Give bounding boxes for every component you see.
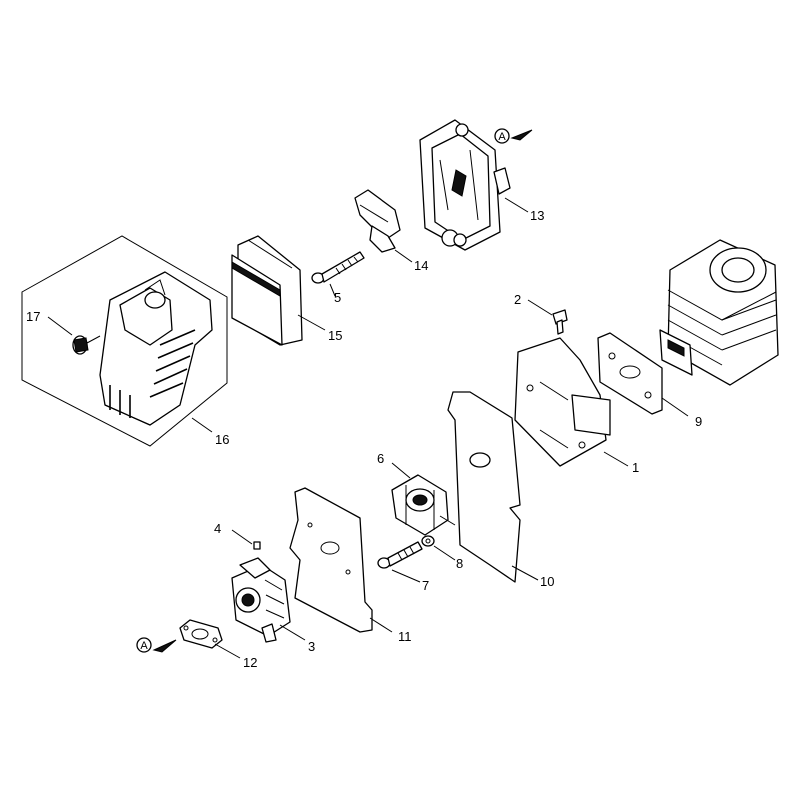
air-cleaner-case[interactable]	[419, 119, 529, 251]
insulator-plate-10[interactable]	[447, 391, 539, 583]
gasket-9[interactable]	[597, 332, 689, 417]
callout-7: 7	[422, 578, 429, 593]
svg-text:A: A	[498, 131, 506, 143]
callout-3: 3	[308, 639, 315, 654]
callout-5: 5	[334, 290, 341, 305]
cylinder	[659, 239, 779, 386]
callout-17: 17	[26, 309, 40, 324]
air-cleaner-cover[interactable]	[99, 271, 213, 426]
callout-13: 13	[530, 208, 544, 223]
callout-2: 2	[514, 292, 521, 307]
reference-marker-lower: A	[136, 637, 177, 653]
callout-15: 15	[328, 328, 342, 343]
callout-11: 11	[398, 629, 412, 644]
callout-1: 1	[632, 460, 639, 475]
carburetor-3[interactable]	[231, 557, 306, 643]
callout-8: 8	[456, 556, 463, 571]
heat-shield-1[interactable]	[514, 337, 629, 467]
gasket-plate-11[interactable]	[289, 487, 393, 633]
callout-9: 9	[695, 414, 702, 429]
carburetor-gasket-12[interactable]	[179, 619, 241, 659]
callout-16: 16	[215, 432, 229, 447]
bracket-14[interactable]	[354, 189, 413, 263]
callout-4: 4	[214, 521, 221, 536]
cover-knob[interactable]	[72, 335, 101, 355]
bolt-7[interactable]	[377, 541, 423, 583]
screw-2[interactable]	[527, 299, 568, 335]
air-filter[interactable]	[231, 235, 326, 346]
bolt-5[interactable]	[311, 251, 365, 297]
callout-14: 14	[414, 258, 428, 273]
washer-8[interactable]	[421, 535, 456, 561]
cover-box-outline	[21, 235, 228, 447]
callout-6: 6	[377, 451, 384, 466]
callout-12: 12	[243, 655, 257, 670]
intake-insulator-6[interactable]	[391, 462, 456, 536]
air-cleaner-cover-group	[21, 235, 228, 447]
callout-10: 10	[540, 574, 554, 589]
reference-marker-upper: A	[494, 128, 533, 144]
svg-text:A: A	[140, 640, 148, 652]
cap-4[interactable]	[231, 529, 261, 550]
